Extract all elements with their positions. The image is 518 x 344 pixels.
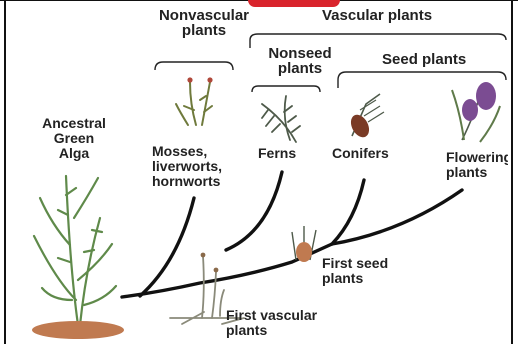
alga-soil: [32, 321, 124, 339]
label-ferns: Ferns: [258, 146, 296, 161]
label-first-seed-plants: First seedplants: [322, 256, 388, 286]
label-flowering-plants: Floweringplants: [446, 150, 508, 180]
branch-mosses: [140, 198, 194, 296]
first-seed-illustration: [292, 226, 316, 262]
fern-illustration: [262, 96, 300, 142]
label-ancestral-green-alga: AncestralGreenAlga: [26, 116, 122, 161]
label-first-vascular-plants: First vascularplants: [226, 308, 317, 338]
label-nonseed-plants: Nonseedplants: [258, 46, 342, 76]
label-seed-plants: Seed plants: [382, 52, 466, 67]
conifer-illustration: [347, 94, 384, 140]
label-conifers: Conifers: [332, 146, 389, 161]
branch-ferns: [226, 172, 282, 250]
alga-illustration: [34, 176, 116, 325]
label-vascular-plants: Vascular plants: [322, 8, 432, 23]
label-nonvascular-plants: Nonvascularplants: [146, 8, 262, 38]
nonvascular-bracket: [155, 62, 233, 70]
label-mosses-liverworts-hornworts: Mosses,liverworts,hornworts: [152, 144, 222, 189]
flowering-illustration: [452, 82, 500, 142]
moss-illustration: [176, 82, 212, 125]
nonseed-bracket: [252, 86, 320, 92]
branch-conifers: [332, 180, 364, 244]
